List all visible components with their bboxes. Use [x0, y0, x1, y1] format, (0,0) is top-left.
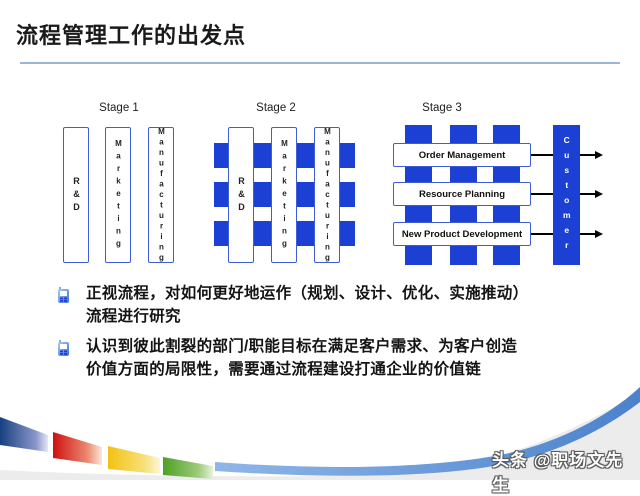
phone-bullet-icon	[58, 287, 69, 303]
process-box-resource-planning: Resource Planning	[393, 182, 531, 206]
stage2-bar-marketing: Marketing	[271, 127, 297, 263]
watermark: 头条 @职场文先生	[492, 451, 624, 495]
stage2-label: Stage 2	[256, 102, 296, 114]
process-box-label: Order Management	[418, 149, 506, 161]
stage1-label: Stage 1	[99, 102, 139, 114]
phone-bullet-icon	[58, 340, 69, 356]
stage1-bar-marketing: Marketing	[105, 127, 131, 263]
stage2-bar-marketing-label: Marketing	[280, 138, 289, 252]
title-underline	[20, 62, 620, 64]
bullet-2-line-1: 认识到彼此割裂的部门/职能目标在满足客户需求、为客户创造	[86, 338, 518, 355]
stage3-label: Stage 3	[422, 102, 462, 114]
bullet-1-line-1: 正视流程，对如何更好地运作（规划、设计、优化、实施推动）	[86, 285, 529, 302]
stage1-bar-marketing-label: Marketing	[114, 138, 123, 252]
customer-bar-label: Customer	[561, 135, 572, 255]
process-box-label: New Product Development	[401, 228, 523, 240]
arrowhead-icon	[595, 190, 603, 198]
bullet-2-line-2: 价值方面的局限性，需要通过流程建设打通企业的价值链	[86, 360, 482, 378]
arrowhead-icon	[595, 230, 603, 238]
process-box-order-management: Order Management	[393, 143, 531, 167]
bullet-1: 正视流程，对如何更好地运作（规划、设计、优化、实施推动） 流程进行研究	[86, 283, 606, 328]
stage2-bar-rd: R&D	[228, 127, 254, 263]
stage1-bar-manufacturing: Manufacturing	[148, 127, 174, 263]
process-box-label: Resource Planning	[418, 188, 506, 200]
footer-swoosh-art	[0, 387, 640, 480]
stage2-bar-manufacturing-label: Manufacturing	[323, 126, 332, 264]
stage2-bar-manufacturing: Manufacturing	[314, 127, 340, 263]
customer-bar: Customer	[553, 125, 580, 265]
page-title: 流程管理工作的出发点	[16, 23, 247, 48]
slide: { "title": "流程管理工作的出发点", "stages": { "st…	[0, 23, 640, 495]
stage1-bar-rd-label: R&D	[71, 175, 82, 215]
stage1-bar-rd: R&D	[63, 127, 89, 263]
bullet-1-line-2: 流程进行研究	[86, 307, 181, 325]
bullet-2: 认识到彼此割裂的部门/职能目标在满足客户需求、为客户创造 价值方面的局限性，需要…	[86, 336, 606, 381]
stage1-bar-manufacturing-label: Manufacturing	[157, 126, 166, 264]
arrowhead-icon	[595, 151, 603, 159]
stage2-bar-rd-label: R&D	[236, 175, 247, 215]
process-box-new-product-development: New Product Development	[393, 222, 531, 246]
